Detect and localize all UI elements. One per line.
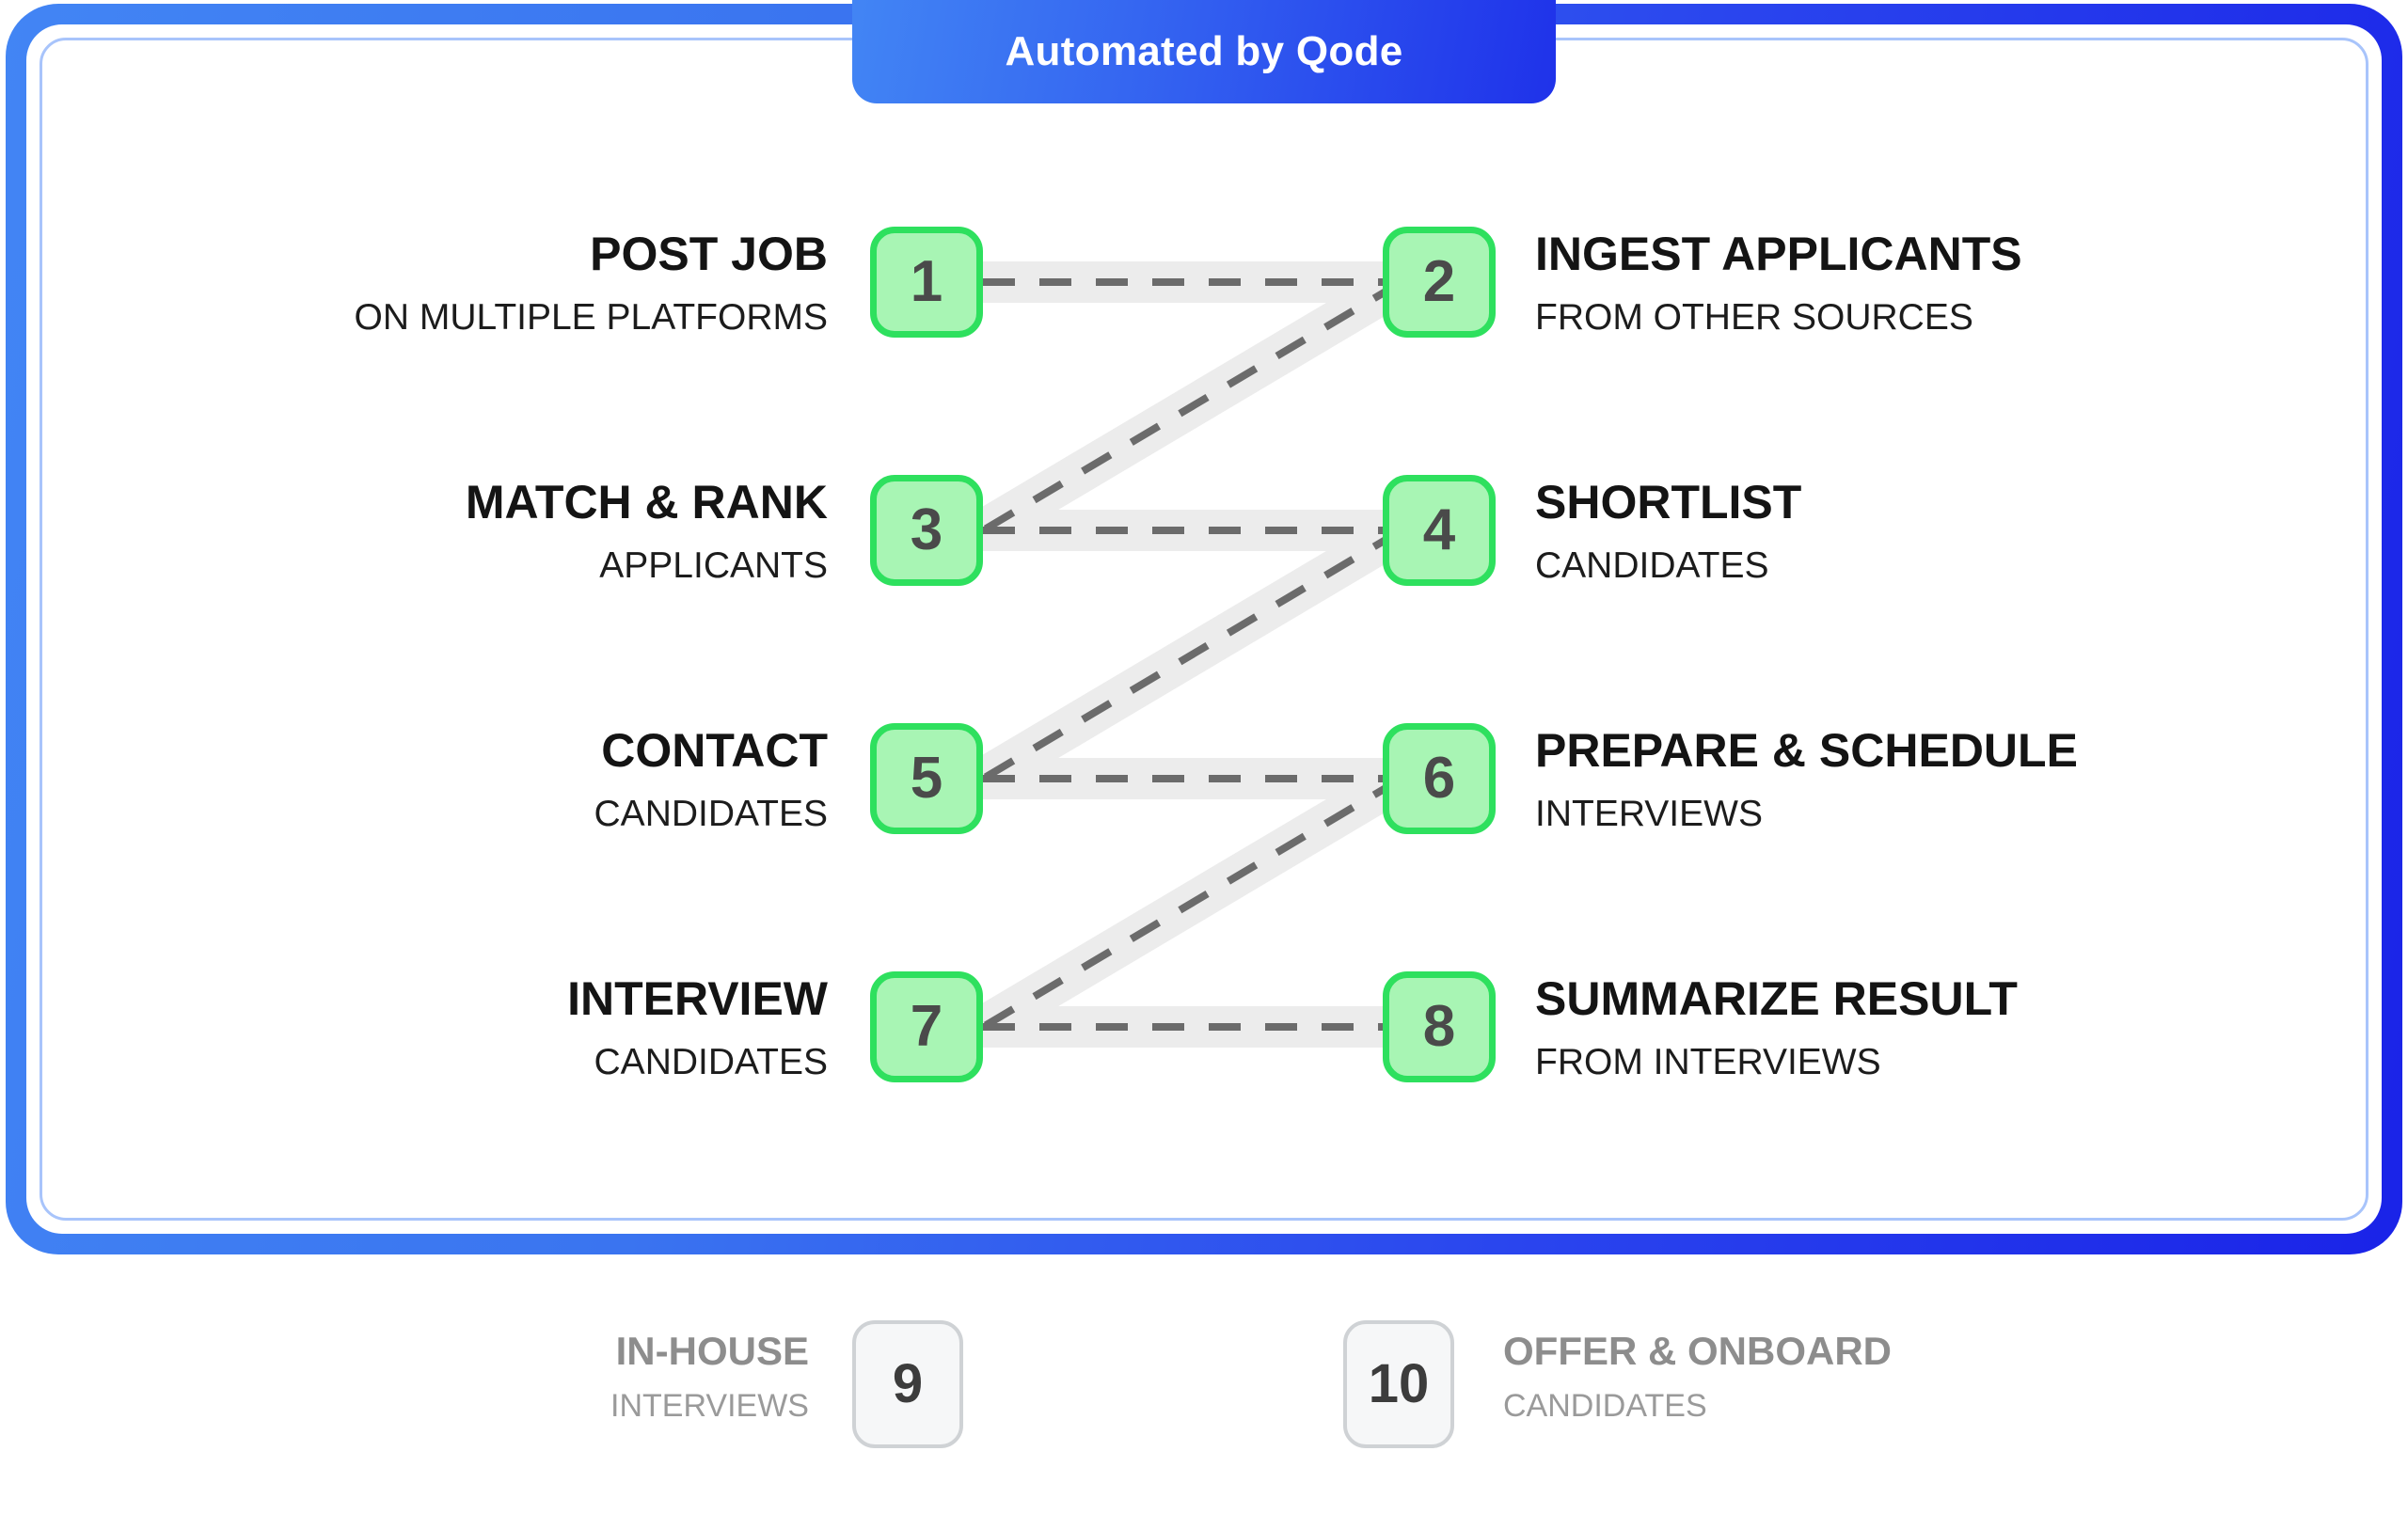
- manual-title-9: IN-HOUSE: [615, 1329, 809, 1373]
- step-number-6: 6: [1422, 746, 1456, 811]
- step-subtitle-2: FROM OTHER SOURCES: [1535, 297, 1973, 338]
- manual-title-10: OFFER & ONBOARD: [1503, 1329, 1892, 1373]
- step-label-1: POST JOB ON MULTIPLE PLATFORMS: [282, 230, 828, 336]
- manual-steps-row: IN-HOUSE INTERVIEWS 9 10 OFFER & ONBOARD…: [0, 1254, 2408, 1530]
- step-number-8: 8: [1422, 994, 1456, 1059]
- step-title-2: INGEST APPLICANTS: [1535, 228, 2022, 280]
- step-label-2: INGEST APPLICANTS FROM OTHER SOURCES: [1535, 230, 2250, 336]
- step-subtitle-1: ON MULTIPLE PLATFORMS: [354, 297, 828, 338]
- step-badge-1[interactable]: 1: [870, 227, 983, 338]
- step-title-8: SUMMARIZE RESULT: [1535, 972, 2018, 1025]
- manual-subtitle-10: CANDIDATES: [1503, 1388, 1707, 1424]
- automated-by-qode-label: Automated by Qode: [1005, 28, 1403, 74]
- step-subtitle-5: CANDIDATES: [594, 794, 828, 834]
- manual-label-9: IN-HOUSE INTERVIEWS: [282, 1329, 809, 1424]
- manual-number-10: 10: [1368, 1353, 1430, 1414]
- manual-number-9: 9: [892, 1353, 924, 1414]
- step-number-7: 7: [910, 994, 943, 1059]
- step-label-4: SHORTLIST CANDIDATES: [1535, 479, 2250, 584]
- step-subtitle-6: INTERVIEWS: [1535, 794, 1763, 834]
- step-badge-5[interactable]: 5: [870, 723, 983, 834]
- step-number-4: 4: [1422, 497, 1456, 562]
- step-number-3: 3: [910, 497, 943, 562]
- step-title-7: INTERVIEW: [567, 972, 828, 1025]
- step-label-3: MATCH & RANK APPLICANTS: [282, 479, 828, 584]
- step-badge-6[interactable]: 6: [1383, 723, 1496, 834]
- step-title-4: SHORTLIST: [1535, 476, 1802, 528]
- step-label-7: INTERVIEW CANDIDATES: [282, 975, 828, 1080]
- step-title-6: PREPARE & SCHEDULE: [1535, 724, 2078, 777]
- step-badge-4[interactable]: 4: [1383, 475, 1496, 586]
- step-title-5: CONTACT: [601, 724, 828, 777]
- manual-subtitle-9: INTERVIEWS: [610, 1388, 809, 1424]
- step-subtitle-4: CANDIDATES: [1535, 545, 1769, 586]
- manual-badge-9[interactable]: 9: [852, 1320, 963, 1448]
- step-number-2: 2: [1422, 249, 1456, 314]
- step-number-1: 1: [910, 249, 943, 314]
- step-subtitle-8: FROM INTERVIEWS: [1535, 1042, 1881, 1082]
- step-label-6: PREPARE & SCHEDULE INTERVIEWS: [1535, 727, 2344, 832]
- manual-label-10: OFFER & ONBOARD CANDIDATES: [1503, 1329, 2162, 1424]
- step-title-1: POST JOB: [590, 228, 828, 280]
- step-title-3: MATCH & RANK: [465, 476, 828, 528]
- step-badge-3[interactable]: 3: [870, 475, 983, 586]
- step-badge-8[interactable]: 8: [1383, 971, 1496, 1082]
- step-subtitle-3: APPLICANTS: [599, 545, 828, 586]
- step-label-8: SUMMARIZE RESULT FROM INTERVIEWS: [1535, 975, 2288, 1080]
- step-badge-2[interactable]: 2: [1383, 227, 1496, 338]
- step-subtitle-7: CANDIDATES: [594, 1042, 828, 1082]
- step-badge-7[interactable]: 7: [870, 971, 983, 1082]
- step-number-5: 5: [910, 746, 943, 811]
- manual-badge-10[interactable]: 10: [1343, 1320, 1454, 1448]
- automated-by-qode-badge: Automated by Qode: [852, 0, 1556, 103]
- step-label-5: CONTACT CANDIDATES: [282, 727, 828, 832]
